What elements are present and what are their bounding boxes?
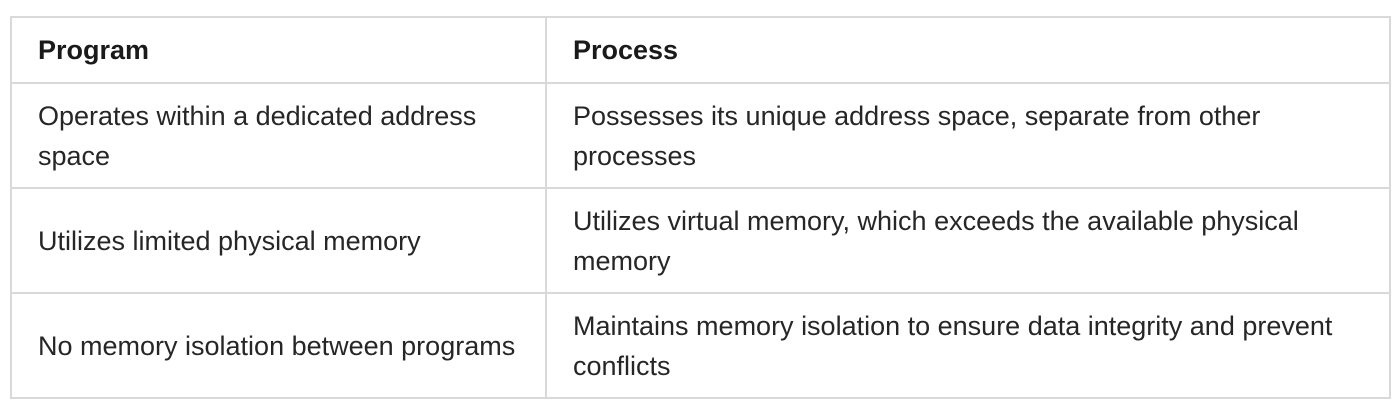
- cell-process: Utilizes virtual memory, which exceeds t…: [545, 187, 1391, 294]
- cell-process: Possesses its unique address space, sepa…: [545, 82, 1391, 189]
- cell-program: No memory isolation between programs: [10, 292, 547, 399]
- table-row: Utilizes limited physical memory Utilize…: [10, 187, 1391, 294]
- comparison-table-container: Program Process Operates within a dedica…: [10, 16, 1391, 399]
- cell-process: Maintains memory isolation to ensure dat…: [545, 292, 1391, 399]
- comparison-table: Program Process Operates within a dedica…: [10, 16, 1391, 399]
- header-program: Program: [10, 16, 547, 84]
- header-process: Process: [545, 16, 1391, 84]
- cell-program: Utilizes limited physical memory: [10, 187, 547, 294]
- table-header-row: Program Process: [10, 16, 1391, 84]
- table-row: No memory isolation between programs Mai…: [10, 292, 1391, 399]
- cell-program: Operates within a dedicated address spac…: [10, 82, 547, 189]
- table-row: Operates within a dedicated address spac…: [10, 82, 1391, 189]
